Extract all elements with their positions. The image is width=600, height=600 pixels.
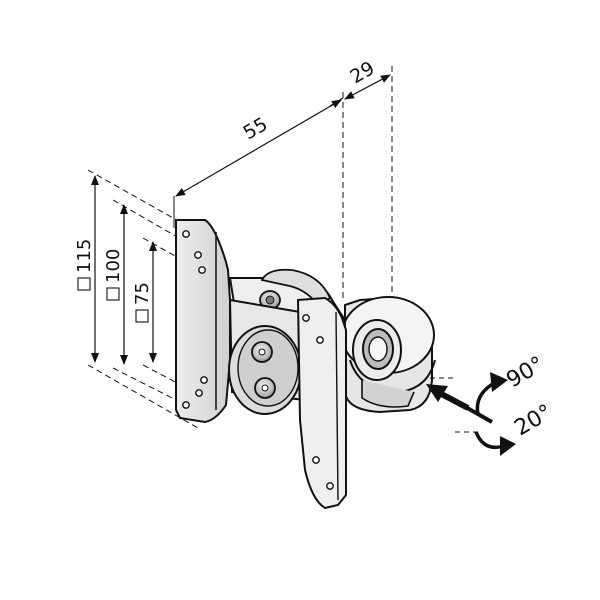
- rotation-indicator: 90° 20°: [426, 352, 557, 456]
- mount-hole: [195, 389, 203, 397]
- vesa-label-115: 115: [74, 239, 95, 291]
- mount-hole: [326, 482, 334, 490]
- mount-hole: [194, 251, 202, 259]
- mount-hole: [302, 314, 310, 322]
- tension-bracket: [228, 298, 307, 415]
- square-icon: [106, 287, 120, 301]
- square-icon: [135, 309, 149, 323]
- dimension-line-55: [175, 99, 342, 197]
- mount-hole: [182, 401, 190, 409]
- mount-hole: [200, 376, 208, 384]
- vesa-plate-rear: [175, 219, 231, 424]
- rotation-label-90: 90°: [503, 352, 549, 393]
- mount-hole: [198, 266, 206, 274]
- dimension-leader-29-a: [329, 97, 344, 107]
- vesa-label-75: 75: [132, 282, 153, 323]
- mount-hole: [316, 336, 324, 344]
- svg-text:75: 75: [132, 282, 153, 305]
- dimension-label-55: 55: [240, 113, 272, 144]
- square-icon: [77, 277, 91, 291]
- mount-hole: [312, 456, 320, 464]
- vesa-plate-front: [296, 296, 347, 510]
- rotation-arrow-20: [474, 431, 505, 450]
- rotation-label-20: 20°: [511, 400, 557, 441]
- dimension-line-29: [344, 74, 391, 100]
- mount-hole: [182, 230, 190, 238]
- svg-text:100: 100: [103, 249, 124, 283]
- swivel-pin: [352, 319, 402, 381]
- svg-text:115: 115: [74, 239, 95, 273]
- axis-arrow-head: [426, 384, 448, 402]
- vesa-label-100: 100: [103, 249, 124, 301]
